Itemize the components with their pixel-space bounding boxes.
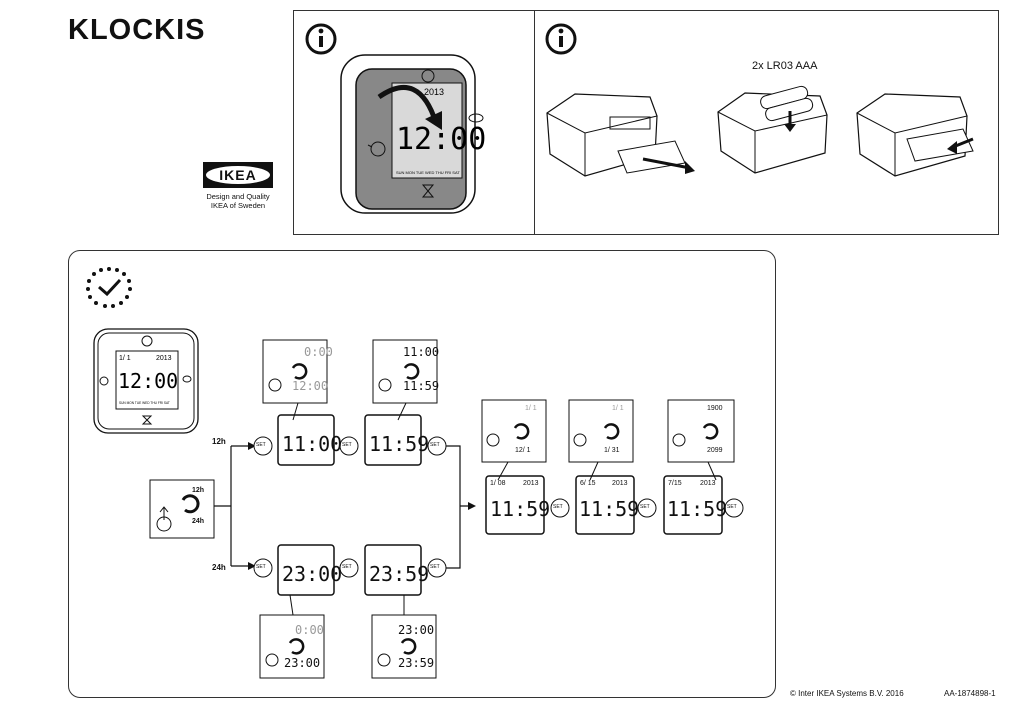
svg-text:1/ 1: 1/ 1 — [119, 355, 131, 362]
date-popup-3-bottom: 2099 — [707, 447, 723, 454]
svg-text:SUN MON TUE WED THU FRI SAT: SUN MON TUE WED THU FRI SAT — [119, 401, 170, 405]
copyright-notice: © Inter IKEA Systems B.V. 2016 — [790, 689, 904, 698]
alarm-icon — [367, 141, 386, 157]
set-label: SET — [727, 504, 737, 510]
set-label: SET — [256, 442, 266, 448]
date-screen-3-year: 2013 — [700, 480, 716, 487]
date-popup-2-bottom: 1/ 31 — [604, 447, 620, 454]
clock-front-illustration: 2013 12:00 SUN MON TUE WED THU FRI SAT — [305, 23, 486, 214]
set-label: SET — [256, 564, 266, 570]
screen-24h-hour — [277, 544, 335, 596]
screen-24h-minute-time: 23:59 — [369, 562, 430, 586]
date-screen-1-year: 2013 — [523, 480, 539, 487]
chooser-12h: 12h — [192, 487, 205, 494]
screen-24h-minute — [364, 544, 422, 596]
date-popup-1-top: 1/ 1 — [525, 405, 537, 412]
brand-name: IKEA — [219, 167, 257, 183]
top-panels-divider — [534, 10, 535, 234]
document-title: KLOCKIS — [68, 14, 206, 46]
clock-set-icon — [86, 267, 132, 308]
screen-12h-minute-time: 11:59 — [369, 432, 430, 456]
time-setting-panel — [68, 250, 776, 698]
popup-12h-hour-after: 12:00 — [292, 379, 329, 393]
svg-text:2013: 2013 — [424, 87, 444, 97]
set-buttons — [253, 436, 744, 578]
date-screen-1-date: 1/ 08 — [490, 480, 506, 487]
top-panels-frame — [293, 10, 999, 235]
screen-24h-hour-time: 23:00 — [282, 562, 343, 586]
date-popup-1-bottom: 12/ 1 — [515, 447, 531, 454]
battery-type-label: 2x LR03 AAA — [752, 60, 818, 72]
set-label: SET — [342, 564, 352, 570]
date-screen-2-date: 6/ 15 — [580, 480, 596, 487]
time-setting-diagram: 1/ 1 2013 12:00 SUN MON TUE WED THU FRI … — [86, 267, 744, 679]
popup-24h-min-before: 23:00 — [398, 623, 435, 637]
battery-insertion-illustration — [545, 23, 974, 177]
popup-24h-hour-after: 23:00 — [284, 656, 321, 670]
set-label: SET — [640, 504, 650, 510]
popup-24h-min-after: 23:59 — [398, 656, 435, 670]
date-screen-3-time: 11:59 — [667, 497, 728, 521]
popup-12h-min-before: 11:00 — [403, 345, 440, 359]
svg-text:12:00: 12:00 — [118, 369, 178, 393]
brand-tagline-line-2: IKEA of Sweden — [210, 201, 266, 210]
set-label: SET — [553, 504, 563, 510]
brand-tagline: Design and Quality IKEA of Sweden — [195, 192, 281, 210]
date-screen-3-date: 7/15 — [668, 480, 682, 487]
set-label: SET — [430, 564, 440, 570]
document-id: AA-1874898-1 — [944, 689, 996, 698]
ikea-logo: IKEA — [203, 162, 273, 188]
date-screen-1-time: 11:59 — [490, 497, 551, 521]
label-12h: 12h — [212, 437, 226, 446]
date-screen-2-year: 2013 — [612, 480, 628, 487]
info-icon — [305, 23, 337, 55]
label-24h: 24h — [212, 563, 226, 572]
set-label: SET — [342, 442, 352, 448]
date-screen-2-time: 11:59 — [579, 497, 640, 521]
popup-12h-hour-before: 0:00 — [304, 345, 333, 359]
screen-12h-hour-time: 11:00 — [282, 432, 343, 456]
set-label: SET — [430, 442, 440, 448]
screen-12h-hour — [277, 414, 335, 466]
format-chooser-box — [149, 479, 215, 539]
popup-24h-hour-before: 0:00 — [295, 623, 324, 637]
info-icon — [545, 23, 577, 55]
screen-12h-minute — [364, 414, 422, 466]
svg-text:2013: 2013 — [156, 355, 172, 362]
brand-tagline-line-1: Design and Quality — [206, 192, 270, 201]
date-popup-2-top: 1/ 1 — [612, 405, 624, 412]
default-clock-front: 1/ 1 2013 12:00 SUN MON TUE WED THU FRI … — [93, 328, 199, 434]
popup-12h-min-after: 11:59 — [403, 379, 440, 393]
date-popup-3-top: 1900 — [707, 405, 723, 412]
svg-text:SUN MON TUE WED THU FRI SAT: SUN MON TUE WED THU FRI SAT — [396, 170, 460, 175]
chooser-24h: 24h — [192, 518, 205, 525]
